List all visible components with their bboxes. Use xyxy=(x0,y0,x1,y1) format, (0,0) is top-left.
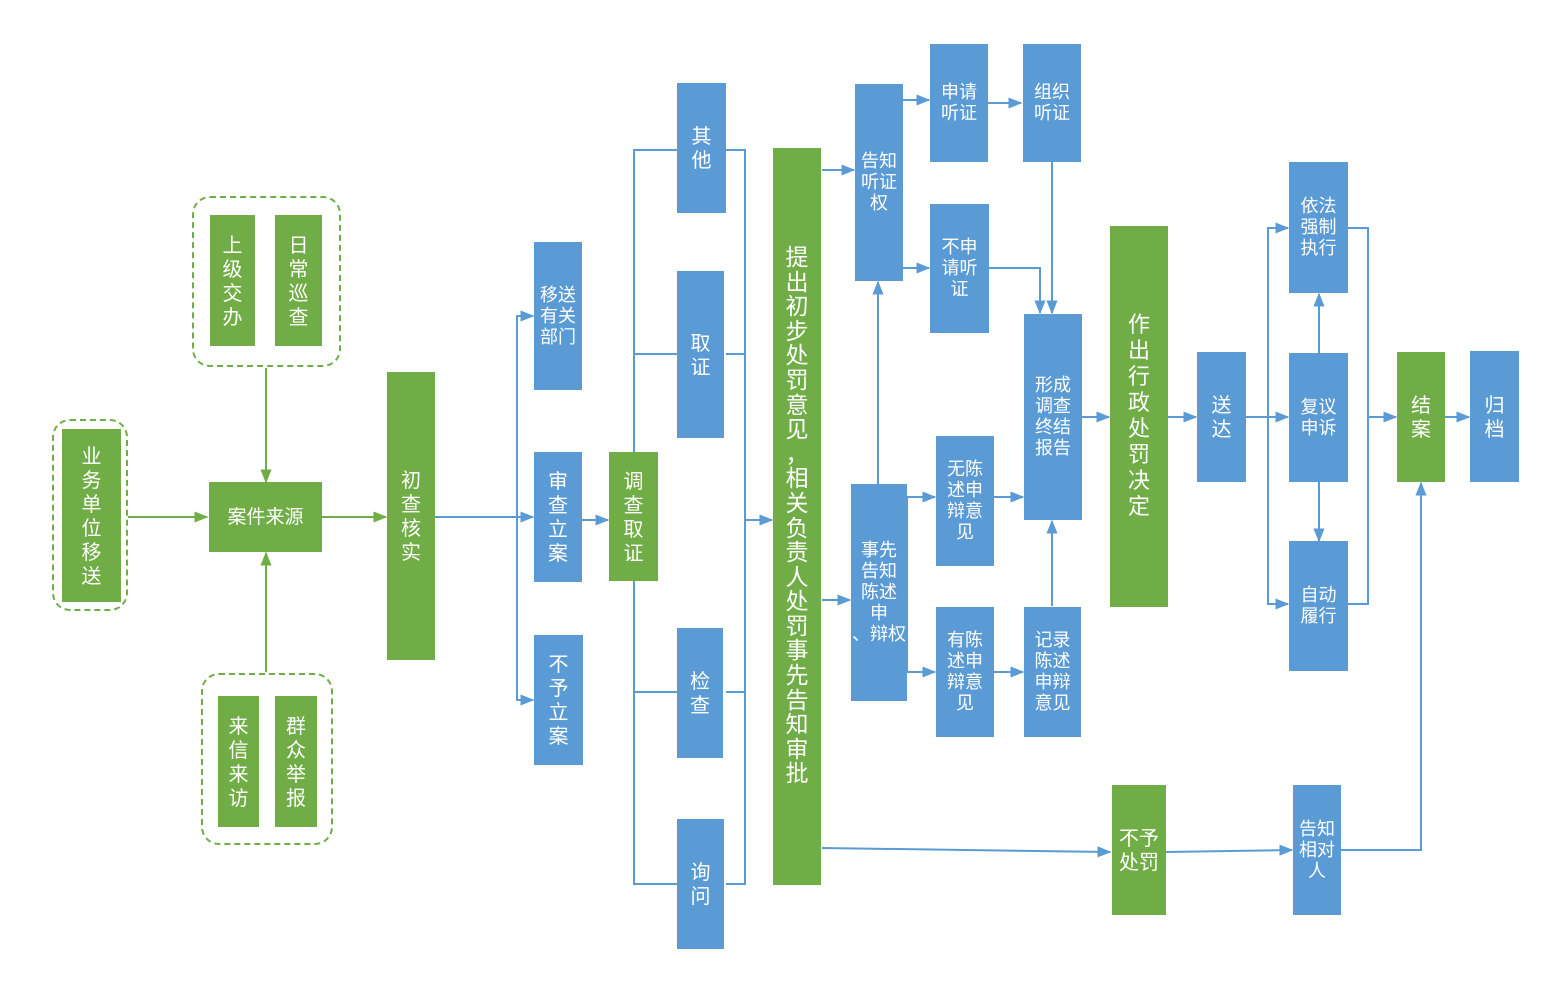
node-apply-hearing: 申请 听证 xyxy=(930,44,988,162)
arrow-branch-to-self xyxy=(1267,417,1290,610)
node-admin-decision: 作 出 行 政 处 罚 决 定 xyxy=(1110,226,1168,607)
arrow-branch-to-enforce xyxy=(1267,222,1290,417)
arrow-opinion-to-nopenalty xyxy=(821,846,1112,858)
arrow-branch-to-nofiling xyxy=(516,517,535,706)
node-inquire: 询 问 xyxy=(677,819,724,949)
node-evidence: 取 证 xyxy=(677,271,724,438)
node-preliminary-opinion: 提 出 初 步 处 罚 意 见 ， 相 关 负 责 人 处 罚 事 先 告 知 … xyxy=(773,148,821,885)
node-review-appeal: 复议 申诉 xyxy=(1289,353,1348,482)
source-group-bottom xyxy=(201,673,333,845)
bracket-investigate-right xyxy=(726,149,746,885)
source-group-top xyxy=(192,196,341,367)
node-superior-assign: 上 级 交 办 xyxy=(210,215,255,346)
node-record-statement: 记录 陈述 申辩 意见 xyxy=(1024,607,1081,737)
node-close-case: 结 案 xyxy=(1397,352,1445,482)
arrow-self-to-close xyxy=(1348,417,1369,605)
node-letters-visits: 来 信 来 访 xyxy=(218,696,259,827)
node-review-filing: 审 查 立 案 xyxy=(534,452,582,582)
node-enforce: 依法 强制 执行 xyxy=(1289,162,1348,293)
node-no-filing: 不 予 立 案 xyxy=(534,635,583,765)
node-notify-hearing-right: 告知 听证 权 xyxy=(855,84,903,281)
arrow-notice-to-nostatement xyxy=(906,491,937,537)
node-no-penalty: 不予 处罚 xyxy=(1112,785,1166,915)
arrow-branch-to-transfer xyxy=(516,310,535,517)
node-no-hearing: 不申 请听 证 xyxy=(930,204,989,333)
node-business-transfer: 业 务 单 位 移 送 xyxy=(62,429,121,602)
node-deliver: 送 达 xyxy=(1197,352,1246,482)
node-inspect: 检 查 xyxy=(677,628,723,758)
node-self-perform: 自动 履行 xyxy=(1289,541,1348,671)
node-archive: 归 档 xyxy=(1470,351,1519,482)
node-transfer-departments: 移送 有关 部门 xyxy=(534,242,582,390)
node-prior-notice-statement: 事先 告知 陈述 申 、辩权 xyxy=(851,484,907,701)
node-investigate: 调 查 取 证 xyxy=(609,452,658,581)
node-final-report: 形成 调查 终结 报告 xyxy=(1024,314,1082,520)
node-no-statement: 无陈 述申 辩意 见 xyxy=(936,436,994,566)
node-has-statement: 有陈 述申 辩意 见 xyxy=(936,607,994,737)
arrow-enforce-to-close xyxy=(1348,227,1398,423)
node-public-report: 群 众 举 报 xyxy=(275,696,317,827)
arrow-notify-to-close xyxy=(1341,481,1427,851)
source-group-left xyxy=(52,419,128,611)
node-preliminary-check: 初 查 核 实 xyxy=(387,372,435,660)
node-notify-party: 告知 相对 人 xyxy=(1293,785,1341,915)
node-organize-hearing: 组织 听证 xyxy=(1023,44,1081,162)
node-daily-patrol: 日 常 巡 查 xyxy=(275,215,322,346)
arrow-nopenalty-to-notify xyxy=(1165,844,1294,856)
arrow-nohearing-to-report xyxy=(989,267,1046,315)
node-case-source: 案件来源 xyxy=(209,482,322,552)
node-other: 其 他 xyxy=(677,83,726,213)
arrow-notice-to-hasstatement xyxy=(906,537,937,678)
